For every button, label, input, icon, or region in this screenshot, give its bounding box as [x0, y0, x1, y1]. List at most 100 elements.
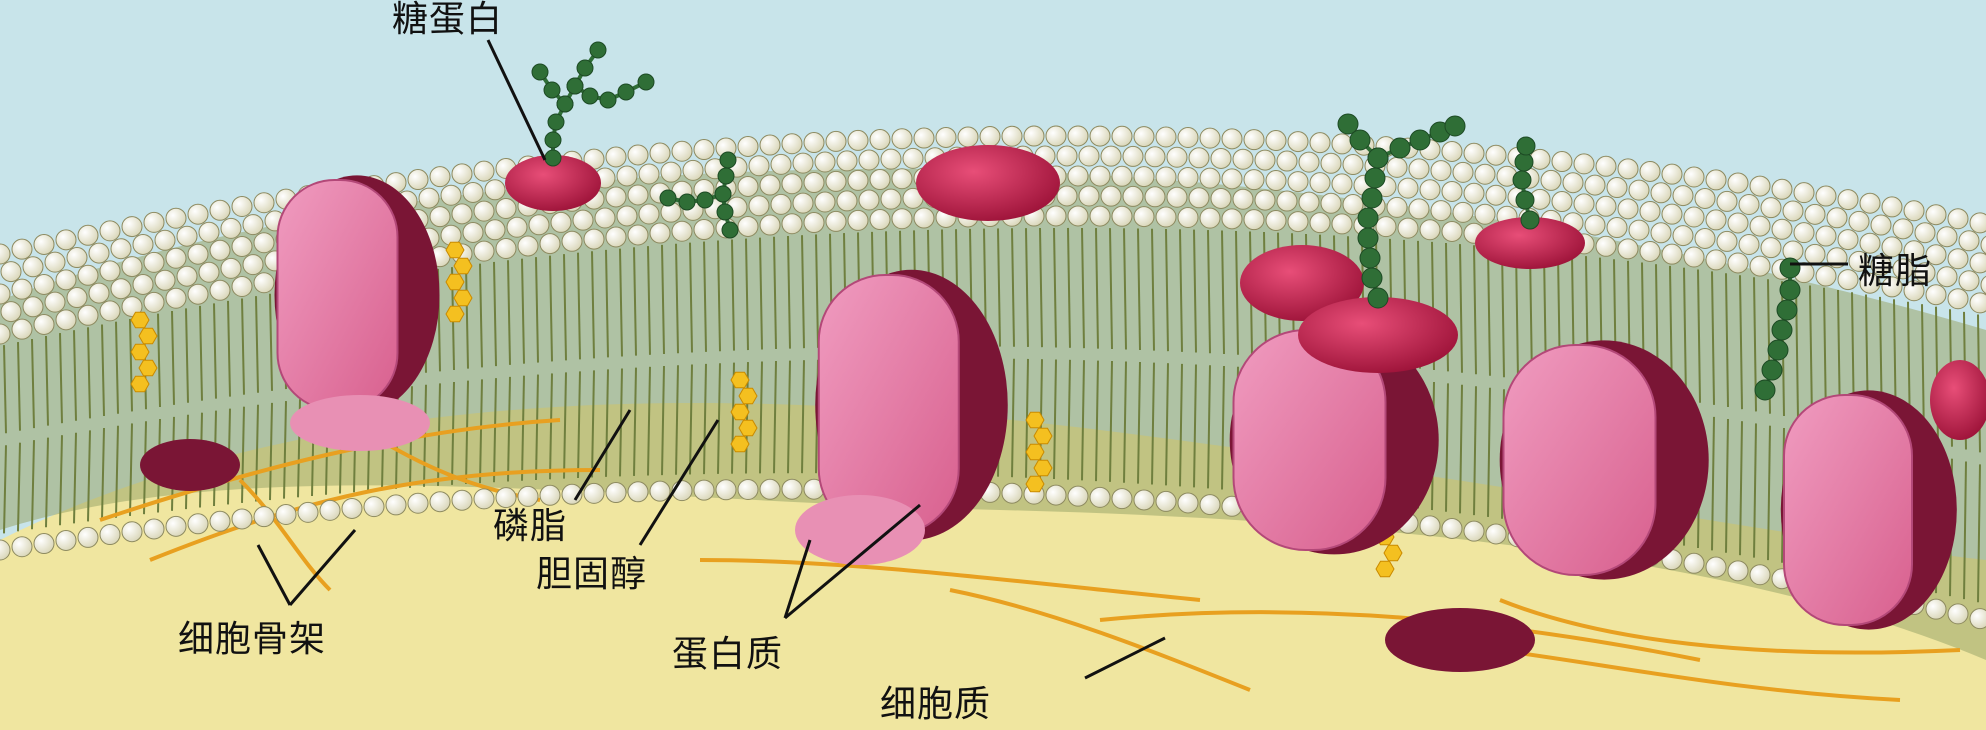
- lipid-tail: [563, 372, 567, 479]
- sugar-unit: [566, 77, 584, 95]
- lipid-tail: [87, 327, 91, 419]
- phospholipid-head: [759, 174, 781, 196]
- phospholipid-head: [1804, 243, 1826, 265]
- phospholipid-head: [1925, 598, 1947, 620]
- phospholipid-head: [77, 526, 99, 548]
- phospholipid-head: [693, 139, 715, 161]
- phospholipid-head: [1771, 178, 1793, 200]
- phospholipid-head: [0, 243, 11, 265]
- phospholipid-head: [1639, 240, 1661, 262]
- sugar-unit: [544, 149, 562, 167]
- lipid-tail: [647, 366, 651, 476]
- phospholipid-head: [649, 222, 671, 244]
- phospholipid-head: [0, 283, 11, 305]
- lipid-tail: [661, 365, 665, 476]
- phospholipid-head: [88, 282, 110, 304]
- phospholipid-head: [1716, 230, 1738, 252]
- phospholipid-head: [1463, 142, 1485, 164]
- phospholipid-head: [770, 193, 792, 215]
- phospholipid-head: [1111, 488, 1133, 510]
- phospholipid-head: [1045, 125, 1067, 147]
- phospholipid-head: [1243, 129, 1265, 151]
- cholesterol-ring: [453, 289, 473, 307]
- phospholipid-head: [429, 166, 451, 188]
- phospholipid-head: [594, 207, 616, 229]
- lipid-tail: [1487, 387, 1491, 517]
- phospholipid-head: [627, 144, 649, 166]
- sugar-unit: [576, 59, 594, 77]
- lipid-tail: [1109, 228, 1113, 350]
- lipid-tail: [731, 239, 735, 351]
- phospholipid-head: [165, 515, 187, 537]
- phospholipid-head: [1584, 174, 1606, 196]
- phospholipid-head: [143, 518, 165, 540]
- lipid-tail: [31, 338, 35, 429]
- phospholipid-head: [22, 296, 44, 318]
- peripheral-protein: [290, 395, 430, 451]
- lipid-tail: [1081, 227, 1085, 349]
- phospholipid-head: [1155, 206, 1177, 228]
- phospholipid-head: [1727, 252, 1749, 274]
- lipid-tail: [1095, 360, 1099, 482]
- phospholipid-head: [1397, 177, 1419, 199]
- phospholipid-head: [1705, 169, 1727, 191]
- lipid-tail: [1711, 416, 1715, 551]
- phospholipid-head: [803, 212, 825, 234]
- phospholipid-head: [1617, 238, 1639, 260]
- phospholipid-head: [671, 220, 693, 242]
- phospholipid-head: [1067, 485, 1089, 507]
- phospholipid-head: [1144, 186, 1166, 208]
- phospholipid-head: [1221, 168, 1243, 190]
- phospholipid-head: [55, 529, 77, 551]
- phospholipid-head: [1155, 490, 1177, 512]
- lipid-tail: [1011, 228, 1015, 347]
- phospholipid-head: [0, 301, 22, 323]
- lipid-tail: [31, 440, 35, 530]
- phospholipid-head: [836, 190, 858, 212]
- phospholipid-head: [165, 207, 187, 229]
- leader-lines: [256, 39, 1848, 680]
- phospholipid-head: [451, 163, 473, 185]
- phospholipid-head: [583, 228, 605, 250]
- leader-phospholipid: [573, 409, 632, 501]
- lipid-tail: [1501, 247, 1505, 378]
- cholesterol-ring: [738, 419, 758, 437]
- phospholipid-head: [1881, 236, 1903, 258]
- phospholipid-head: [176, 225, 198, 247]
- phospholipid-head: [1276, 150, 1298, 172]
- cholesterol-ring: [1383, 544, 1403, 562]
- phospholipid-head: [1023, 125, 1045, 147]
- lipid-tail: [1067, 227, 1071, 348]
- lipid-tail: [1725, 273, 1729, 408]
- phospholipid-head: [759, 214, 781, 236]
- phospholipid-head: [1188, 147, 1210, 169]
- phospholipid-head: [737, 175, 759, 197]
- phospholipid-head: [1089, 486, 1111, 508]
- sugar-unit: [1361, 267, 1383, 289]
- sugar-unit: [1779, 279, 1801, 301]
- phospholipid-head: [1584, 214, 1606, 236]
- lipid-tail: [507, 260, 511, 365]
- phospholipid-head: [209, 279, 231, 301]
- lipid-tail: [521, 258, 525, 364]
- phospholipid-head: [836, 150, 858, 172]
- phospholipid-head: [187, 283, 209, 305]
- phospholipid-head: [957, 126, 979, 148]
- phospholipid-head: [1914, 222, 1936, 244]
- phospholipid-head: [803, 132, 825, 154]
- phospholipid-head: [66, 247, 88, 269]
- phospholipid-head: [1903, 280, 1925, 302]
- lipid-tail: [1445, 383, 1449, 512]
- cholesterol-ring: [445, 241, 465, 259]
- phospholipid-head: [748, 195, 770, 217]
- phospholipid-head: [1133, 166, 1155, 188]
- phospholipid-head: [1485, 184, 1507, 206]
- sugar-unit: [589, 41, 607, 59]
- phospholipid-head: [1166, 146, 1188, 168]
- phospholipid-head: [231, 195, 253, 217]
- phospholipid-head: [627, 184, 649, 206]
- phospholipid-head: [1969, 608, 1986, 630]
- phospholipid-head: [1661, 243, 1683, 265]
- phospholipid-head: [1397, 217, 1419, 239]
- phospholipid-head: [561, 230, 583, 252]
